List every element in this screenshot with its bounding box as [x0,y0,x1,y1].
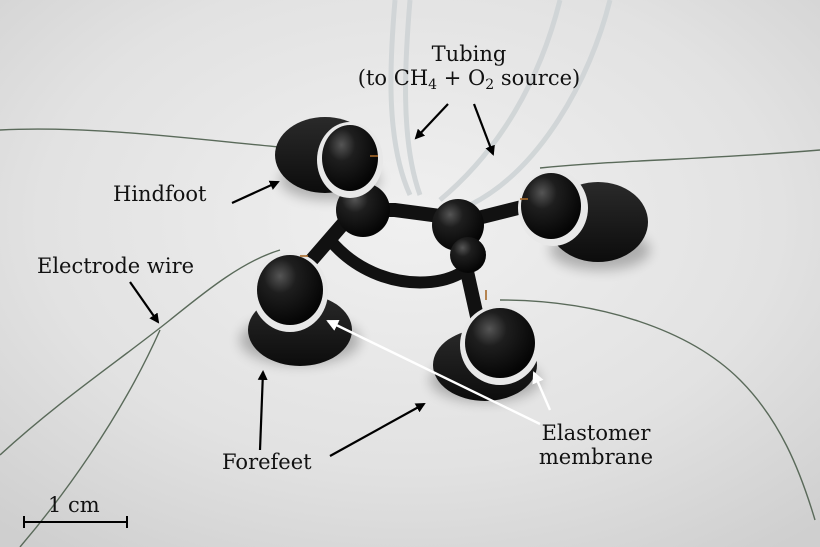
scale-bar [23,516,128,528]
electrode-wire-arrow [129,281,160,324]
hindfoot-label: Hindfoot [113,182,207,206]
black-arrows [129,103,495,457]
elastomer-line2: membrane [538,445,654,469]
legs [252,122,588,385]
tubing-title: Tubing [431,42,507,66]
scale-bar-label: 1 cm [48,493,100,517]
elastomer-membrane-label: Elastomer membrane [536,421,656,469]
tubing-source: (to CH4 + O2 source) [357,66,581,93]
electrode-wires [0,128,820,547]
tubing-label: Tubing (to CH4 + O2 source) [351,42,587,93]
hindfoot-arrow [231,180,280,205]
elastomer-line1: Elastomer [541,421,651,445]
forefeet-arrow-right [329,403,426,457]
electrode-wire-label: Electrode wire [37,254,195,278]
elastomer-arrow-right [532,371,552,411]
tubing-arrow-left [414,103,449,140]
forefeet-arrow-left [257,370,268,451]
tubing [388,0,613,208]
elastomer-arrow-left [326,319,541,426]
forefeet-label: Forefeet [222,450,312,474]
tubing-arrow-right [472,103,495,156]
white-arrows [326,319,552,426]
